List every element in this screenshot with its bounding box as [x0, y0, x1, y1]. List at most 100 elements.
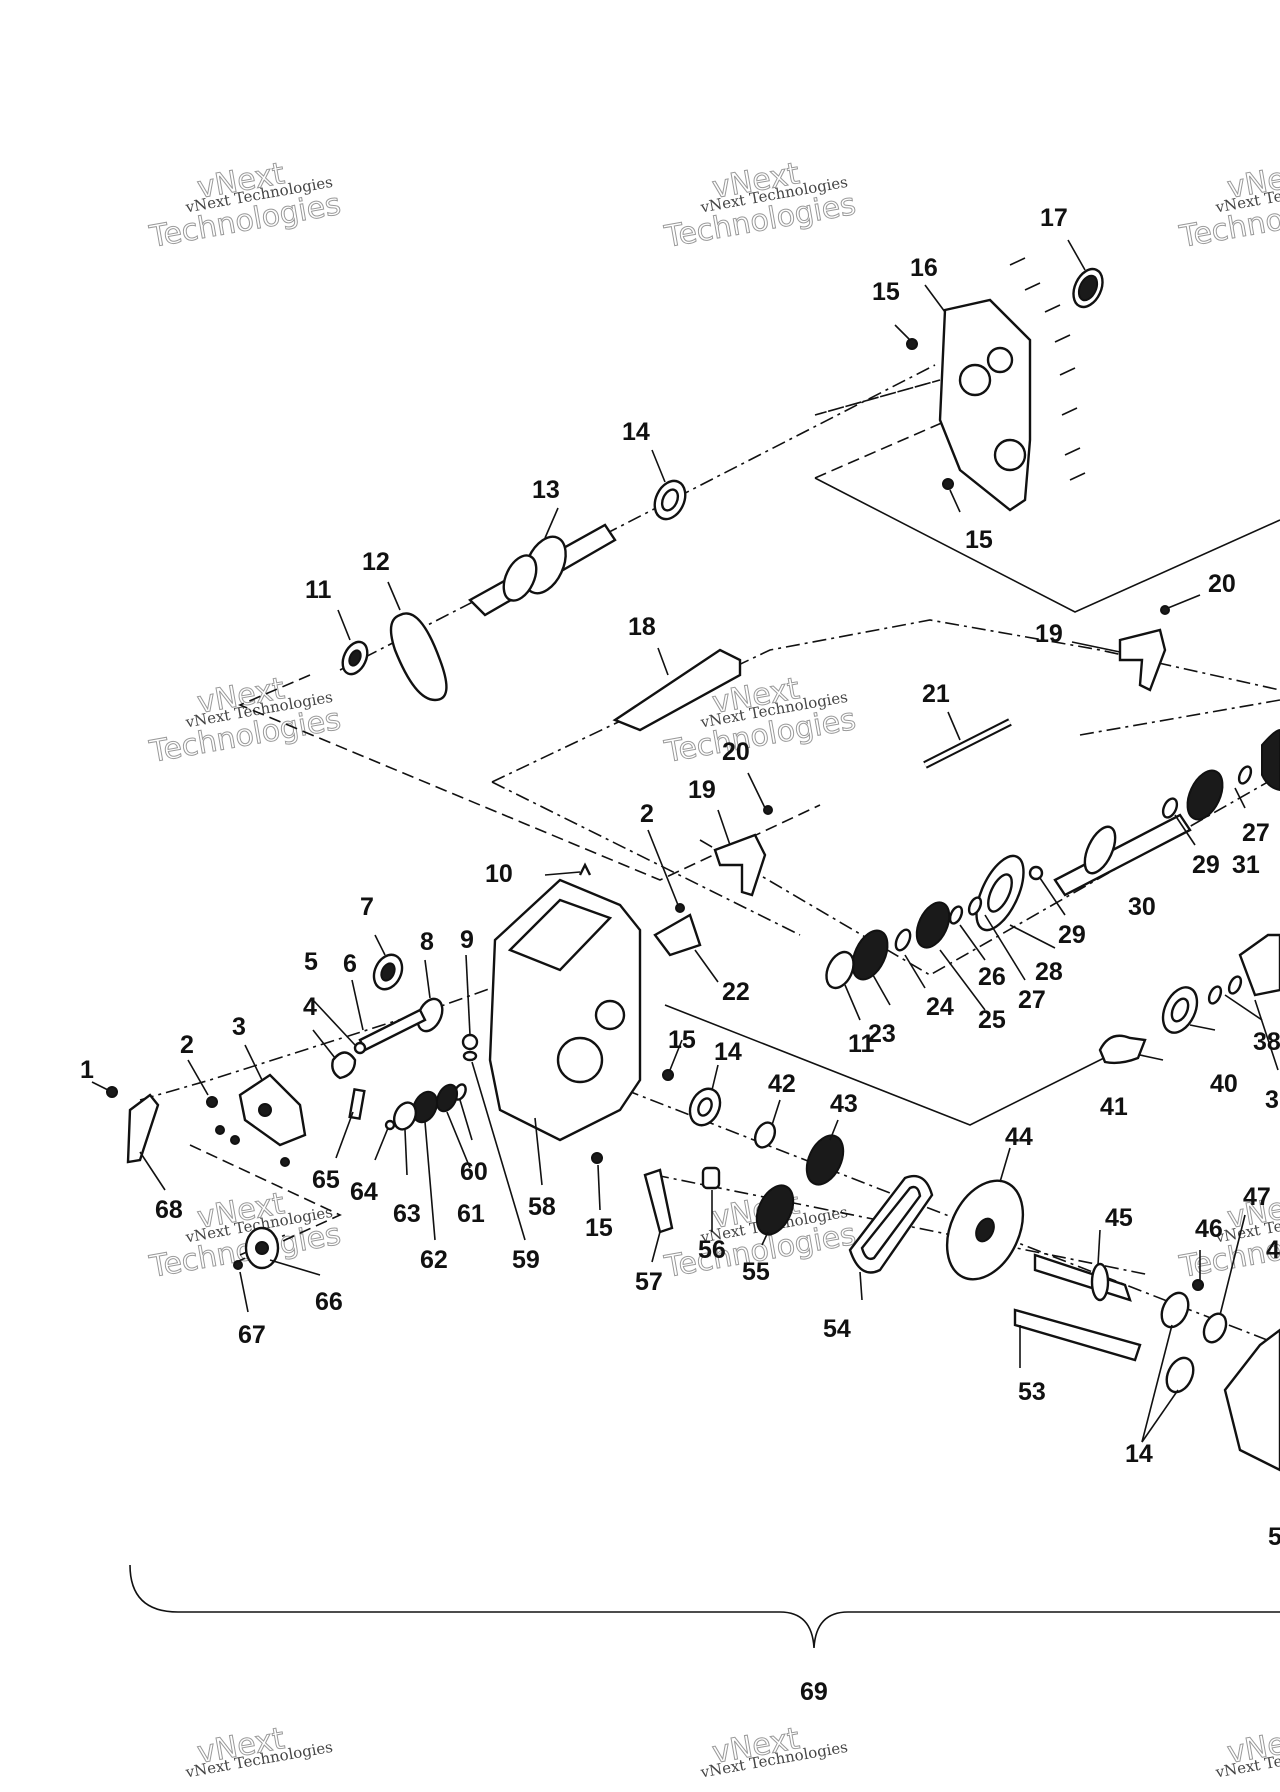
washer-icon: [1207, 985, 1223, 1005]
callout-label: 29: [1058, 921, 1086, 949]
bolt-icon: [215, 1125, 225, 1135]
callout-label: 64: [350, 1178, 378, 1206]
callout-label: 12: [362, 548, 390, 576]
callout-label: 27: [1242, 819, 1270, 847]
bearing-63-icon: [392, 1101, 418, 1131]
left-axis-line: [139, 984, 501, 1101]
bolts-icon: [1009, 257, 1086, 481]
callout-label: 55: [742, 1258, 770, 1286]
callout-label: 1: [80, 1056, 94, 1084]
callout-label: 65: [312, 1166, 340, 1194]
housing-right-icon: [1238, 933, 1280, 997]
shift-fork-19-icon: [1118, 628, 1167, 692]
housing-bore-icon: [556, 1036, 604, 1084]
gear-23-icon: [851, 929, 889, 981]
gear-shaft-line: [699, 774, 1280, 976]
callout-label: 40: [1210, 1070, 1238, 1098]
callout-label: 57: [635, 1268, 663, 1296]
callout-label: 44: [1005, 1123, 1033, 1151]
bolt-icon: [230, 1135, 240, 1145]
shaft-30-icon: [1053, 813, 1192, 897]
cover-hole-icon: [986, 346, 1014, 374]
nut-1-icon: [106, 1086, 118, 1098]
callout-label: 3: [1265, 1086, 1279, 1114]
seal-inner-icon: [380, 962, 396, 982]
callout-label: 24: [926, 993, 954, 1021]
plug-9-icon: [461, 1033, 479, 1051]
gear-25-icon: [915, 901, 951, 949]
washer-29-icon: [1028, 865, 1044, 881]
callout-label: 41: [1100, 1093, 1128, 1121]
bearing-11-icon: [825, 950, 855, 990]
pin-46-icon: [1192, 1279, 1204, 1291]
callout-label: 20: [722, 738, 750, 766]
bolt-icon: [280, 1157, 290, 1167]
bearing-inner-icon: [660, 488, 680, 512]
callout-label: 46: [1195, 1215, 1223, 1243]
callout-label: 16: [910, 254, 938, 282]
callout-label: 26: [978, 963, 1006, 991]
callout-label: 21: [922, 680, 950, 708]
bushing-56-icon: [701, 1166, 721, 1190]
screw-15-icon: [591, 1152, 603, 1164]
callout-label: 29: [1192, 851, 1220, 879]
callout-label: 13: [532, 476, 560, 504]
callout-label: 15: [668, 1026, 696, 1054]
ring-42-icon: [753, 1121, 777, 1149]
callout-label: 53: [1018, 1378, 1046, 1406]
cover-16-icon: [938, 298, 1032, 512]
lower-box-line: [664, 1004, 1131, 1126]
callout-label: 9: [460, 926, 474, 954]
callout-label: 28: [1035, 958, 1063, 986]
callout-label: 5: [1268, 1523, 1280, 1551]
callout-label: 68: [155, 1196, 183, 1224]
washer-icon: [1227, 975, 1243, 995]
callout-label: 47: [1243, 1183, 1271, 1211]
screw-15-icon: [662, 1069, 674, 1081]
cover-outline-line: [814, 477, 1280, 613]
plug-washer-icon: [462, 1050, 478, 1062]
gear-31-icon: [1186, 769, 1224, 821]
bearing-inner-icon: [697, 1097, 713, 1117]
callout-label: 18: [628, 613, 656, 641]
gear-hub-icon: [987, 873, 1013, 913]
screw-15-icon: [906, 338, 918, 350]
rod-21-inner-icon: [924, 720, 1011, 767]
cover-hole-icon: [993, 438, 1027, 472]
cover-hole-icon: [958, 363, 992, 397]
callout-label: 19: [688, 776, 716, 804]
callout-label: 25: [978, 1006, 1006, 1034]
washer-27-icon: [967, 896, 983, 916]
callout-label: 62: [420, 1246, 448, 1274]
ring-47-icon: [1202, 1312, 1228, 1344]
callout-label: 30: [1128, 893, 1156, 921]
bearing-inner-icon: [348, 649, 362, 667]
washer-26-icon: [948, 905, 964, 925]
middle-lower-line: [491, 781, 801, 936]
callout-label: 2: [180, 1031, 194, 1059]
callout-label: 14: [714, 1038, 742, 1066]
housing-right-icon: [1223, 1328, 1280, 1472]
callout-label: 19: [1035, 620, 1063, 648]
housing-bore-icon: [594, 999, 626, 1031]
gear-62-icon: [411, 1090, 439, 1124]
callout-label: 6: [343, 950, 357, 978]
breather-10-icon: [578, 862, 592, 876]
callout-label: 11: [848, 1030, 875, 1058]
screw-15-icon: [942, 478, 954, 490]
pump-port-icon: [258, 1103, 272, 1117]
chain-12-icon: [389, 612, 448, 702]
pump-hub-icon: [255, 1241, 269, 1255]
callout-label: 59: [512, 1246, 540, 1274]
shaft-gear-icon: [502, 554, 538, 602]
callout-label: 66: [315, 1288, 343, 1316]
seal-inner-icon: [1077, 274, 1099, 302]
screw-20-icon: [763, 805, 773, 815]
bolt-67-icon: [233, 1260, 243, 1270]
callout-label: 2: [640, 800, 654, 828]
shaft-53-icon: [1013, 1308, 1142, 1362]
gear-55-icon: [755, 1184, 795, 1236]
callout-label: 54: [823, 1315, 851, 1343]
callout-label: 15: [585, 1214, 613, 1242]
